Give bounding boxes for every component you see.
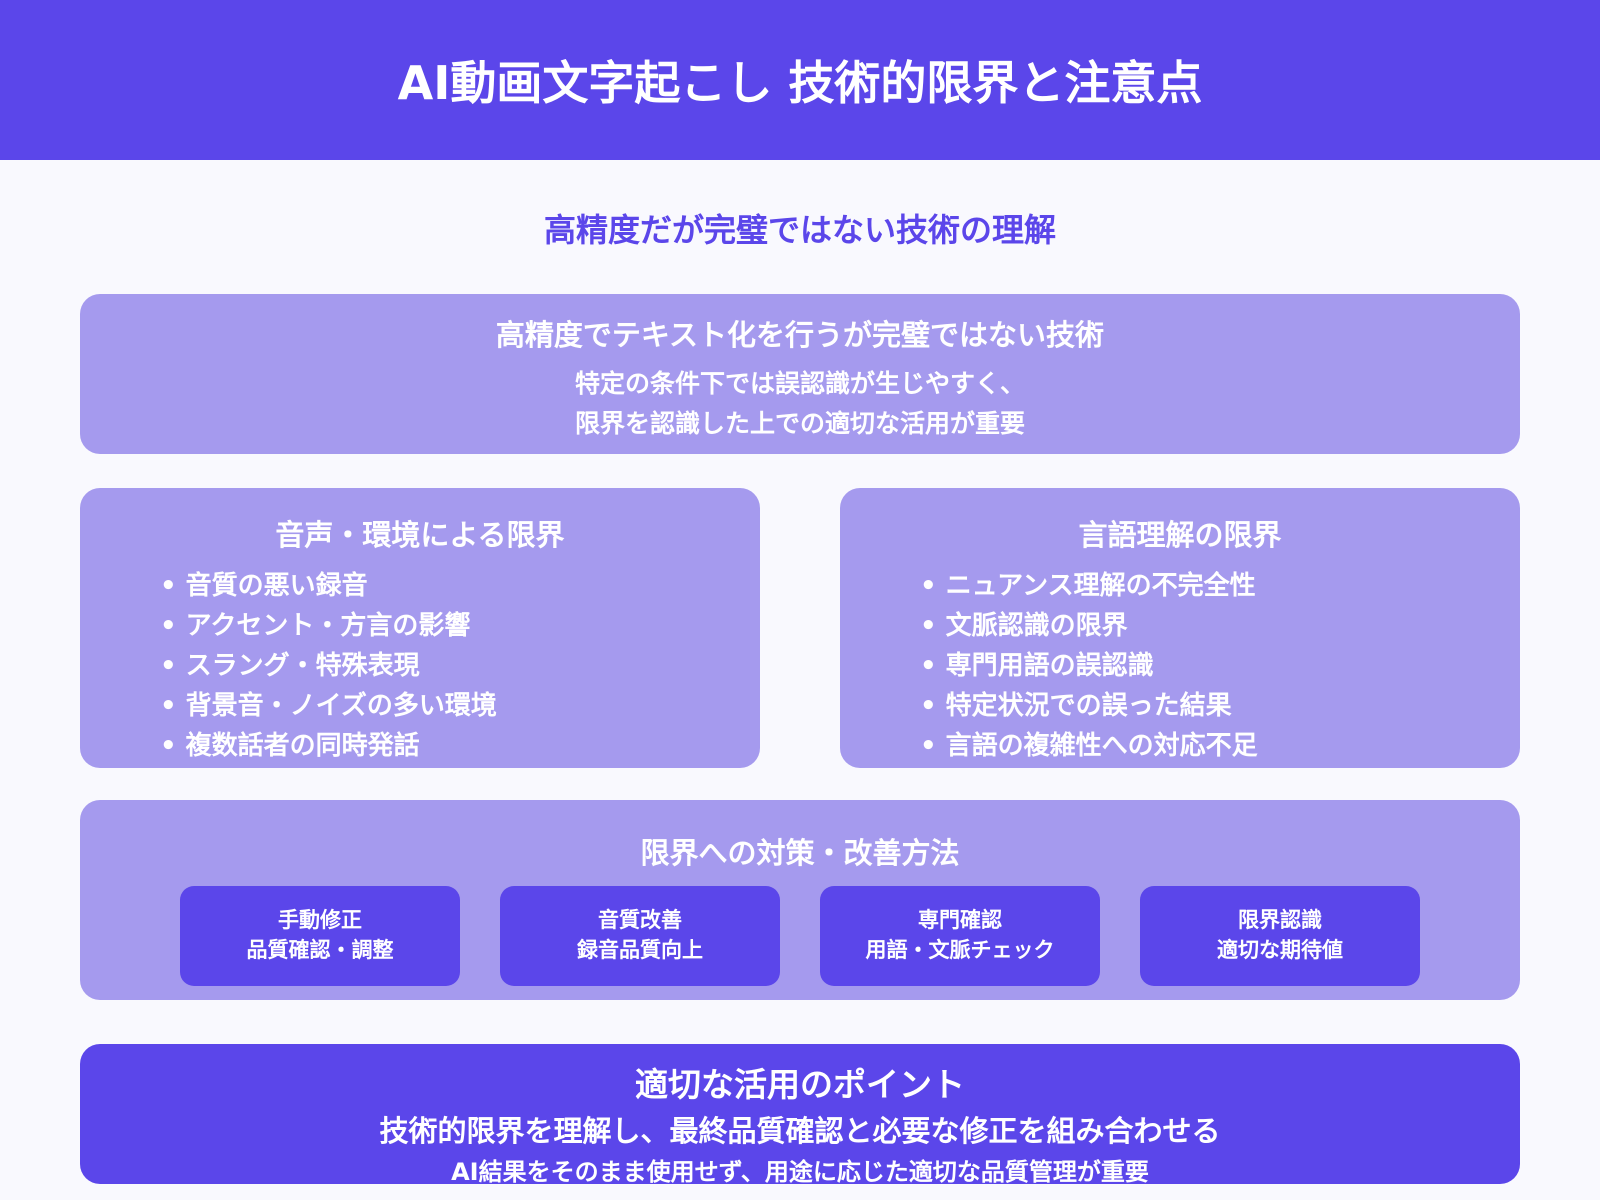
list-item: • 専門用語の誤認識 — [920, 651, 1154, 681]
audio-limits-title: 音声・環境による限界 — [275, 518, 565, 552]
list-item: • 音質の悪い録音 — [160, 571, 368, 601]
card-title: 手動修正 — [278, 908, 362, 932]
language-limits-box: 言語理解の限界 • ニュアンス理解の不完全性 • 文脈認識の限界 • 専門用語の… — [840, 488, 1520, 768]
points-line: 技術的限界を理解し、最終品質確認と必要な修正を組み合わせる — [379, 1114, 1221, 1148]
list-item: • 特定状況での誤った結果 — [920, 691, 1232, 721]
overview-title: 高精度でテキスト化を行うが完璧ではない技術 — [495, 318, 1105, 352]
list-item: • 複数話者の同時発話 — [160, 731, 420, 761]
countermeasure-card: 限界認識適切な期待値 — [1140, 886, 1420, 986]
language-limits-title: 言語理解の限界 — [1078, 518, 1282, 552]
countermeasures-box: 限界への対策・改善方法 手動修正品質確認・調整 音質改善録音品質向上 専門確認用… — [80, 800, 1520, 1000]
points-note: AI結果をそのまま使用せず、用途に応じた適切な品質管理が重要 — [451, 1158, 1149, 1186]
card-subtitle: 適切な期待値 — [1217, 938, 1343, 962]
list-item: • 文脈認識の限界 — [920, 611, 1128, 641]
card-subtitle: 録音品質向上 — [577, 938, 703, 962]
card-title: 専門確認 — [918, 908, 1002, 932]
card-subtitle: 用語・文脈チェック — [865, 938, 1055, 962]
points-title: 適切な活用のポイント — [635, 1065, 965, 1104]
list-item: • スラング・特殊表現 — [160, 651, 420, 681]
subtitle: 高精度だが完璧ではない技術の理解 — [543, 211, 1056, 249]
countermeasure-card: 専門確認用語・文脈チェック — [820, 886, 1100, 986]
overview-box: 高精度でテキスト化を行うが完璧ではない技術 特定の条件下では誤認識が生じやすく、… — [80, 294, 1520, 454]
countermeasures-title: 限界への対策・改善方法 — [640, 836, 960, 870]
overview-line: 特定の条件下では誤認識が生じやすく、 — [574, 369, 1025, 398]
list-item: • ニュアンス理解の不完全性 — [920, 571, 1256, 601]
audio-limits-box: 音声・環境による限界 • 音質の悪い録音 • アクセント・方言の影響 • スラン… — [80, 488, 760, 768]
list-item: • アクセント・方言の影響 — [160, 611, 471, 641]
card-title: 限界認識 — [1238, 908, 1322, 932]
overview-line: 限界を認識した上での適切な活用が重要 — [574, 409, 1025, 438]
header: AI動画文字起こし 技術的限界と注意点 — [0, 0, 1600, 160]
list-item: • 背景音・ノイズの多い環境 — [160, 691, 497, 721]
countermeasure-card: 音質改善録音品質向上 — [500, 886, 780, 986]
card-title: 音質改善 — [598, 908, 682, 932]
countermeasure-card: 手動修正品質確認・調整 — [180, 886, 460, 986]
points-box: 適切な活用のポイント 技術的限界を理解し、最終品質確認と必要な修正を組み合わせる… — [80, 1044, 1520, 1186]
page-title: AI動画文字起こし 技術的限界と注意点 — [397, 56, 1203, 110]
card-subtitle: 品質確認・調整 — [246, 938, 394, 962]
list-item: • 言語の複雑性への対応不足 — [920, 731, 1258, 761]
